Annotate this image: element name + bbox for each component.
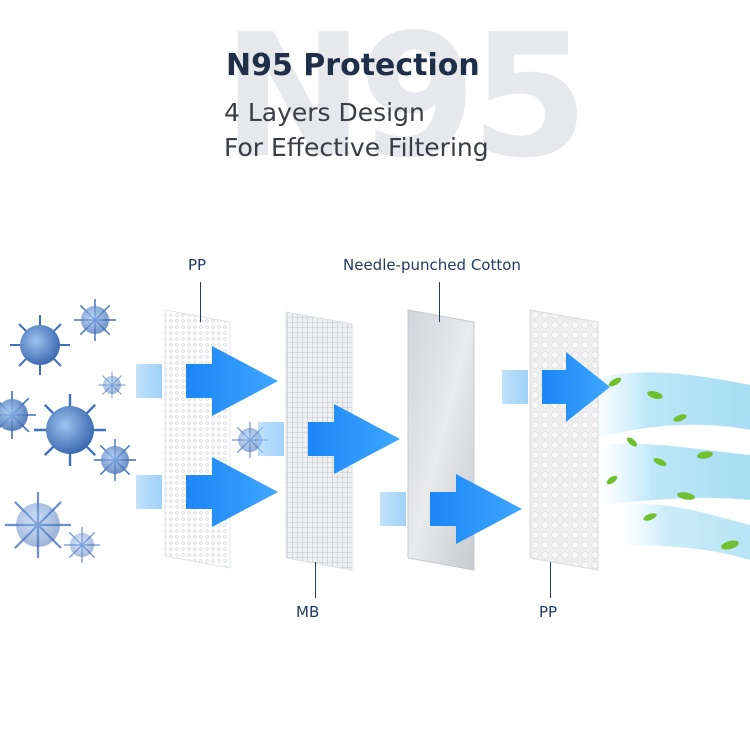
leaf-icon <box>647 391 663 399</box>
leader-line <box>315 562 316 598</box>
arrow-right-icon <box>186 346 278 416</box>
arrow-right-icon <box>430 474 522 544</box>
leaf-icon <box>697 451 713 459</box>
leaf-icon <box>627 437 637 447</box>
leaf-icon <box>721 540 739 550</box>
leaf-icon <box>606 475 618 485</box>
virus-icon <box>98 371 126 399</box>
virus-icon <box>94 439 136 481</box>
filter-layer-pp-inner <box>529 309 599 571</box>
leader-line <box>550 562 551 598</box>
leaf-icon <box>673 414 687 422</box>
virus-icon <box>10 315 70 375</box>
layer-label-pp-inner: PP <box>539 603 558 621</box>
virus-icon <box>74 299 116 341</box>
filter-layer-pp-outer <box>164 309 231 569</box>
watermark-text: N95 <box>222 0 589 196</box>
arrow-right-icon <box>186 457 278 527</box>
subtitle-line-1: 4 Layers Design <box>224 98 425 127</box>
arrow-tail <box>502 370 528 404</box>
arrow-right-icon <box>308 404 400 474</box>
virus-icon <box>4 491 72 559</box>
virus-icon <box>63 526 101 564</box>
leaves <box>606 377 739 550</box>
airflow-arrows <box>136 346 610 544</box>
leaf-icon <box>677 492 695 500</box>
page-title: N95 Protection <box>226 48 480 83</box>
subtitle-line-2: For Effective Filtering <box>224 133 489 162</box>
arrow-tail <box>136 475 162 509</box>
virus-icon <box>0 390 37 440</box>
virus-icon <box>33 393 107 467</box>
leader-line <box>200 282 201 322</box>
leaf-icon <box>608 377 622 387</box>
virus-cluster <box>0 299 269 564</box>
arrow-right-icon <box>542 352 610 422</box>
clean-airflow <box>590 372 750 560</box>
layer-label-pp-outer: PP <box>188 256 207 274</box>
leader-line <box>439 282 440 322</box>
arrow-tail <box>258 422 284 456</box>
leaf-icon <box>653 457 667 467</box>
arrow-tail <box>380 492 406 526</box>
arrow-tail <box>136 364 162 398</box>
leaf-icon <box>643 513 657 521</box>
layer-label-mb: MB <box>296 603 320 621</box>
layer-label-cotton: Needle-punched Cotton <box>343 256 521 274</box>
